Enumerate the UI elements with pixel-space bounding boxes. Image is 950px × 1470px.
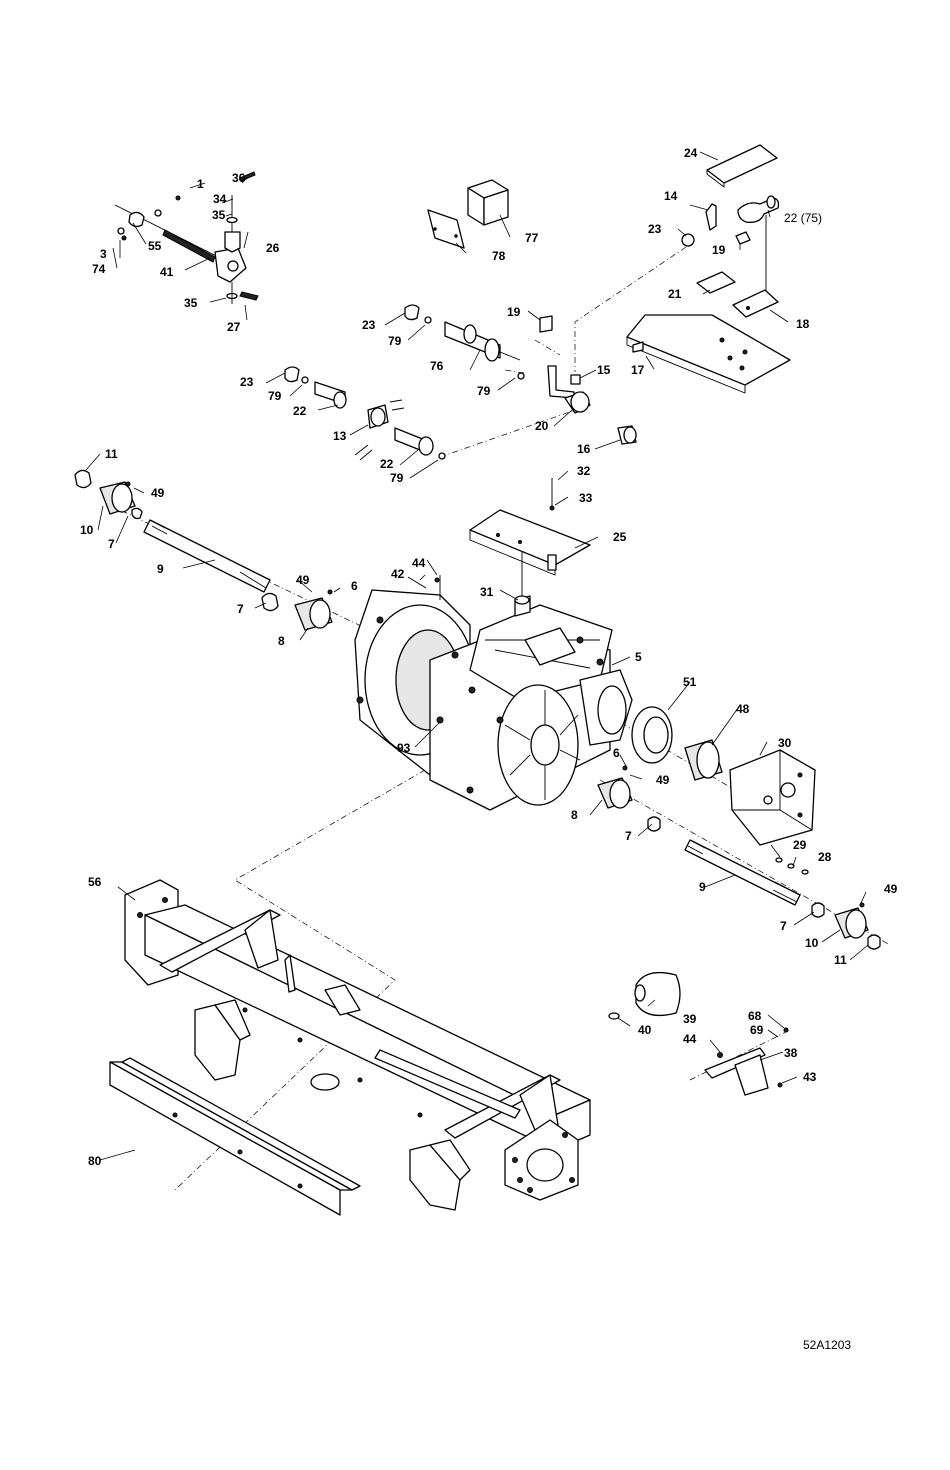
transmission-housing: [355, 545, 632, 810]
callout-79: 79: [390, 471, 404, 485]
callout-80: 80: [88, 1154, 102, 1168]
callout-79: 79: [268, 389, 282, 403]
callout-49: 49: [151, 486, 165, 500]
callout-74: 74: [92, 262, 106, 276]
callout-49: 49: [296, 573, 310, 587]
callout-21: 21: [668, 287, 682, 301]
callout-10: 10: [805, 936, 819, 950]
callout-51: 51: [683, 675, 697, 689]
callout-8: 8: [278, 634, 285, 648]
callout-93: 93: [397, 741, 411, 755]
callout-79: 79: [477, 384, 491, 398]
callout-23: 23: [240, 375, 254, 389]
callout-49: 49: [656, 773, 670, 787]
callout-7: 7: [625, 829, 632, 843]
callout-40: 40: [638, 1023, 652, 1037]
callout-78: 78: [492, 249, 506, 263]
callout-24: 24: [684, 146, 698, 160]
callout-20: 20: [535, 419, 549, 433]
callout-8: 8: [571, 808, 578, 822]
callout-23: 23: [648, 222, 662, 236]
callout-6: 6: [351, 579, 358, 593]
callout-79: 79: [388, 334, 402, 348]
callout-11: 11: [105, 447, 118, 461]
callout-76: 76: [430, 359, 444, 373]
linkage-assembly: [115, 172, 258, 304]
callout-27: 27: [227, 320, 241, 334]
callout-19: 19: [507, 305, 521, 319]
callout-42: 42: [391, 567, 405, 581]
callout-56: 56: [88, 875, 102, 889]
callout-22: 22: [380, 457, 394, 471]
control-box-assembly: [428, 180, 508, 248]
callout-1: 1: [197, 177, 204, 191]
callout-77: 77: [525, 231, 539, 245]
callout-29: 29: [793, 838, 807, 852]
callout-18: 18: [796, 317, 810, 331]
callout-31: 31: [480, 585, 494, 599]
callout-10: 10: [80, 523, 94, 537]
callout-25: 25: [613, 530, 627, 544]
callout-22: 22: [293, 404, 307, 418]
callout-7: 7: [780, 919, 787, 933]
drawing-code: 52A1203: [803, 1338, 851, 1352]
callout-30: 30: [778, 736, 792, 750]
callout-39: 39: [683, 1012, 697, 1026]
callout-68: 68: [748, 1009, 762, 1023]
callout-55: 55: [148, 239, 162, 253]
callout-23: 23: [362, 318, 376, 332]
callout-16: 16: [577, 442, 591, 456]
callout-15: 15: [597, 363, 611, 377]
callout-19: 19: [712, 243, 726, 257]
callout-5: 5: [635, 650, 642, 664]
callout-44: 44: [412, 556, 426, 570]
callout-7: 7: [108, 537, 115, 551]
axle-beam: [125, 880, 590, 1210]
bracket-assembly-top-right: [627, 145, 790, 393]
callout-13: 13: [333, 429, 347, 443]
callout-41: 41: [160, 265, 174, 279]
callout-9: 9: [157, 562, 164, 576]
right-pump-assembly: [632, 707, 815, 874]
callout-44: 44: [683, 1032, 697, 1046]
callout-69: 69: [750, 1023, 764, 1037]
callout-7: 7: [237, 602, 244, 616]
callout-22-75: 22 (75): [784, 211, 822, 225]
callout-34: 34: [213, 192, 227, 206]
bracket-25: [470, 478, 590, 575]
callout-38: 38: [784, 1046, 798, 1060]
callout-36: 36: [232, 171, 246, 185]
callout-35: 35: [184, 296, 198, 310]
callout-3: 3: [100, 247, 107, 261]
callout-17: 17: [631, 363, 645, 377]
callout-28: 28: [818, 850, 832, 864]
callout-14: 14: [664, 189, 678, 203]
callout-43: 43: [803, 1070, 817, 1084]
callout-9: 9: [699, 880, 706, 894]
callout-11: 11: [834, 953, 847, 967]
callout-32: 32: [577, 464, 591, 478]
callout-6: 6: [613, 746, 620, 760]
callout-33: 33: [579, 491, 593, 505]
callout-26: 26: [266, 241, 280, 255]
callout-49: 49: [884, 882, 898, 896]
callout-48: 48: [736, 702, 750, 716]
callout-35: 35: [212, 208, 226, 222]
